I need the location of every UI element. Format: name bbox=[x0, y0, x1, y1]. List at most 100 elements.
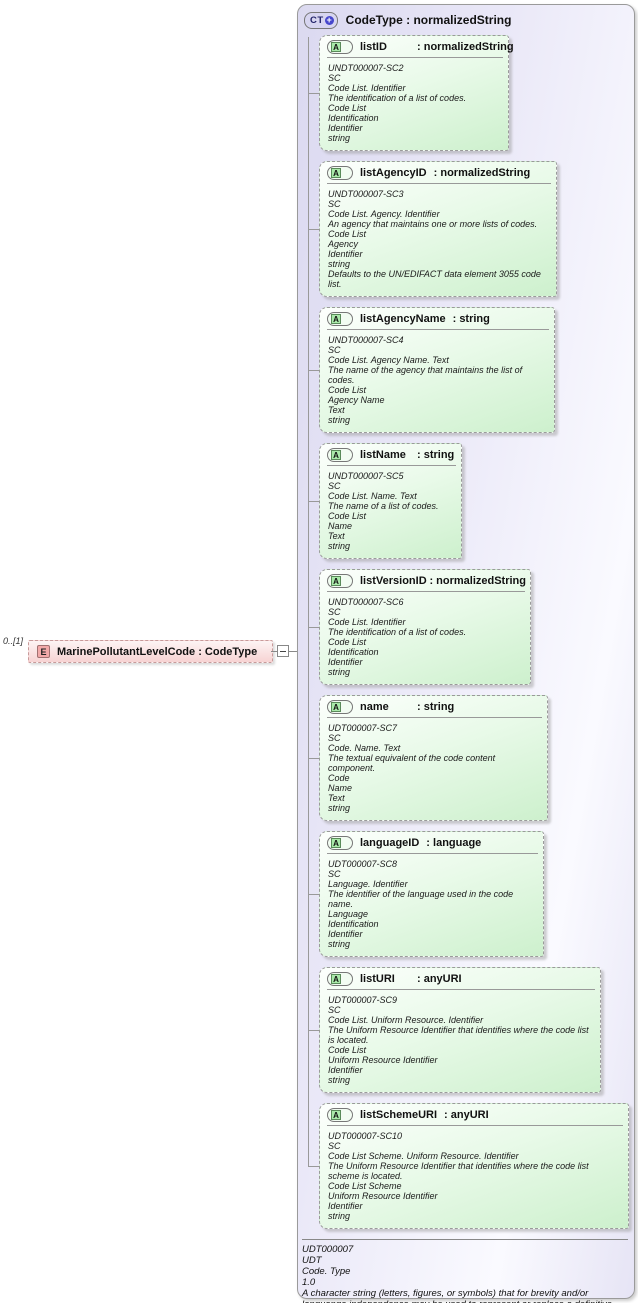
attribute-doc-line: The name of a list of codes. bbox=[328, 501, 439, 511]
attribute-doc-line: Code bbox=[328, 773, 350, 783]
attribute-divider bbox=[327, 591, 525, 592]
attribute-badge-letter: A bbox=[331, 838, 341, 848]
attributes-list: A listID : normalizedString UNDT000007-S… bbox=[300, 31, 632, 1229]
attribute-doc-line: The Uniform Resource Identifier that ide… bbox=[328, 1025, 589, 1045]
attribute-doc-line: Identifier bbox=[328, 1201, 363, 1211]
attribute-badge-letter: A bbox=[331, 42, 341, 52]
attribute-header: A listID : normalizedString bbox=[320, 36, 514, 56]
attribute-doc-line: Name bbox=[328, 521, 353, 531]
attribute-doc-line: Identifier bbox=[328, 929, 363, 939]
attribute-badge-letter: A bbox=[331, 974, 341, 984]
attribute-doc-line: The textual equivalent of the code conte… bbox=[328, 753, 496, 773]
element-label: MarinePollutantLevelCode : CodeType bbox=[57, 645, 258, 658]
attribute-doc-line: UNDT000007-SC5 bbox=[328, 471, 404, 481]
attribute-doc-line: The identification of a list of codes. bbox=[328, 93, 467, 103]
attribute-name: listName bbox=[360, 449, 406, 461]
attribute-doc-line: Code List Scheme. Uniform Resource. Iden… bbox=[328, 1151, 519, 1161]
attribute-doc-line: The Uniform Resource Identifier that ide… bbox=[328, 1161, 589, 1181]
attribute-header: A listName : string bbox=[320, 444, 461, 464]
attribute-name: listID bbox=[360, 41, 387, 53]
attribute-divider bbox=[327, 717, 542, 718]
attribute-doc-line: UNDT000007-SC6 bbox=[328, 597, 404, 607]
attribute-header: A name : string bbox=[320, 696, 547, 716]
attribute-icon: A bbox=[327, 166, 353, 180]
doc-line: UDT bbox=[302, 1255, 322, 1266]
attribute-doc-line: SC bbox=[328, 199, 341, 209]
complex-type-badge-label: CT bbox=[310, 14, 324, 26]
attribute-type: : string bbox=[417, 449, 455, 461]
complex-type-box: CT + CodeType : normalizedString A listI… bbox=[297, 4, 635, 1303]
attribute-doc-line: Code List bbox=[328, 1045, 367, 1055]
attribute-icon: A bbox=[327, 40, 353, 54]
attribute-doc-line: Identifier bbox=[328, 657, 363, 667]
attribute-doc-line: Code List bbox=[328, 103, 367, 113]
attribute-doc-line: Code List. Identifier bbox=[328, 617, 406, 627]
element-box: E MarinePollutantLevelCode : CodeType bbox=[28, 640, 273, 663]
attribute-doc-line: Code List. Identifier bbox=[328, 83, 406, 93]
attribute-doc-line: The identifier of the language used in t… bbox=[328, 889, 514, 909]
attribute-doc-line: Code List bbox=[328, 511, 367, 521]
doc-line: 1.0 bbox=[302, 1277, 316, 1288]
attribute-badge-letter: A bbox=[331, 168, 341, 178]
attribute-divider bbox=[327, 329, 549, 330]
attribute-badge-letter: A bbox=[331, 450, 341, 460]
attribute-doc-line: The identification of a list of codes. bbox=[328, 627, 467, 637]
attribute-doc-line: Uniform Resource Identifier bbox=[328, 1191, 438, 1201]
attribute-name: listURI bbox=[360, 973, 395, 985]
attribute-box: A listAgencyID : normalizedString UNDT00… bbox=[308, 161, 557, 297]
attribute-name: listAgencyName bbox=[360, 313, 446, 325]
attribute-type: : string bbox=[417, 701, 455, 713]
attribute-doc-line: Identification bbox=[328, 647, 379, 657]
attribute-doc-line: SC bbox=[328, 73, 341, 83]
attribute-doc-line: SC bbox=[328, 869, 341, 879]
attribute-doc-line: Identifier bbox=[328, 123, 363, 133]
attribute-icon: A bbox=[327, 1108, 353, 1122]
attribute-icon: A bbox=[327, 700, 353, 714]
attribute-icon: A bbox=[327, 972, 353, 986]
tree-line bbox=[308, 37, 309, 1166]
attribute-doc-line: string bbox=[328, 259, 351, 269]
attribute-doc-line: string bbox=[328, 133, 351, 143]
attribute-name: languageID bbox=[360, 837, 420, 849]
attribute-header: A listAgencyName : string bbox=[320, 308, 554, 328]
doc-line: Code. Type bbox=[302, 1266, 351, 1277]
attribute-doc-line: string bbox=[328, 803, 351, 813]
attribute-doc-line: Agency bbox=[328, 239, 359, 249]
doc-line: UDT000007 bbox=[302, 1244, 354, 1255]
complex-type-title: CodeType : normalizedString bbox=[345, 13, 512, 27]
attribute-divider bbox=[327, 465, 456, 466]
attribute-icon: A bbox=[327, 448, 353, 462]
attribute-type: : language bbox=[426, 837, 482, 849]
attribute-doc-line: SC bbox=[328, 1005, 341, 1015]
cardinality-label: 0..[1] bbox=[3, 636, 24, 646]
collapse-toggle[interactable] bbox=[277, 645, 289, 657]
attribute-name: listSchemeURI bbox=[360, 1109, 438, 1121]
attribute-divider bbox=[327, 853, 538, 854]
attribute-type: : string bbox=[452, 313, 490, 325]
complex-type-header: CT + CodeType : normalizedString bbox=[300, 7, 632, 31]
documentation-divider bbox=[302, 1239, 628, 1240]
attribute-badge-letter: A bbox=[331, 576, 341, 586]
attribute-doc-line: Defaults to the UN/EDIFACT data element … bbox=[328, 269, 541, 289]
attribute-doc-line: UNDT000007-SC3 bbox=[328, 189, 404, 199]
attribute-doc-line: Language bbox=[328, 909, 369, 919]
attribute-doc-line: string bbox=[328, 415, 351, 425]
attribute-divider bbox=[327, 183, 551, 184]
attribute-header: A listAgencyID : normalizedString bbox=[320, 162, 556, 182]
attribute-doc-line: Code List bbox=[328, 229, 367, 239]
attribute-box: A listAgencyName : string UNDT000007-SC4… bbox=[308, 307, 555, 433]
attribute-name: listVersionID bbox=[360, 575, 427, 587]
attribute-name: name bbox=[360, 701, 389, 713]
attribute-type: : anyURI bbox=[417, 973, 462, 985]
attribute-type: : normalizedString bbox=[417, 41, 514, 53]
attribute-header: A languageID : language bbox=[320, 832, 543, 852]
